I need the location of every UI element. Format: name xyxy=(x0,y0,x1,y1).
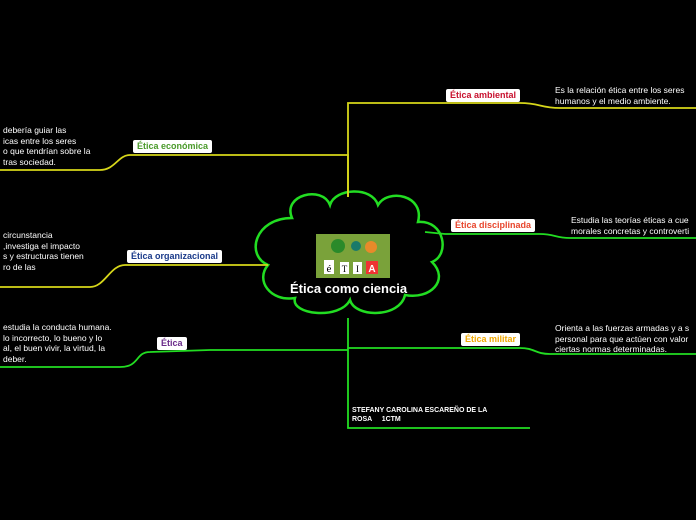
central-topic-title[interactable]: Ética como ciencia xyxy=(290,281,408,296)
topic-etica-ambiental[interactable]: Ética ambiental xyxy=(446,89,521,102)
desc-etica-ambiental: Es la relación ética entre los seres hum… xyxy=(555,85,685,106)
connector-militar xyxy=(347,318,696,355)
svg-text:I: I xyxy=(356,264,359,274)
svg-text:T: T xyxy=(342,264,348,274)
etica-logo-image: é T I A xyxy=(316,234,390,278)
topic-etica[interactable]: Ética xyxy=(157,337,187,350)
connector-economica xyxy=(0,154,349,197)
desc-etica-organizacional: circunstancia ,investiga el impacto s y … xyxy=(3,230,84,272)
svg-text:A: A xyxy=(368,264,375,275)
desc-etica-disciplinada: Estudia las teorías éticas a cue morales… xyxy=(571,215,690,236)
topic-etica-economica[interactable]: Ética económica xyxy=(133,140,213,153)
connector-author xyxy=(347,348,530,429)
desc-etica: estudia la conducta humana. lo incorrect… xyxy=(3,322,112,364)
topic-etica-organizacional[interactable]: Ética organizacional xyxy=(127,250,223,263)
connector-ambiental xyxy=(347,102,696,197)
svg-text:é: é xyxy=(327,263,332,275)
desc-etica-economica: debería guiar las icas entre los seres o… xyxy=(3,125,91,167)
connector-etica xyxy=(0,349,348,368)
topic-etica-militar[interactable]: Ética militar xyxy=(461,333,521,346)
author-credit: STEFANY CAROLINA ESCAREÑO DE LA ROSA 1CT… xyxy=(352,407,488,423)
connector-disciplinada xyxy=(424,231,696,239)
topic-etica-disciplinada[interactable]: Ética disciplinada xyxy=(451,219,536,232)
connector-organizacional xyxy=(0,264,268,288)
desc-etica-militar: Orienta a las fuerzas armadas y a s pers… xyxy=(555,323,690,354)
